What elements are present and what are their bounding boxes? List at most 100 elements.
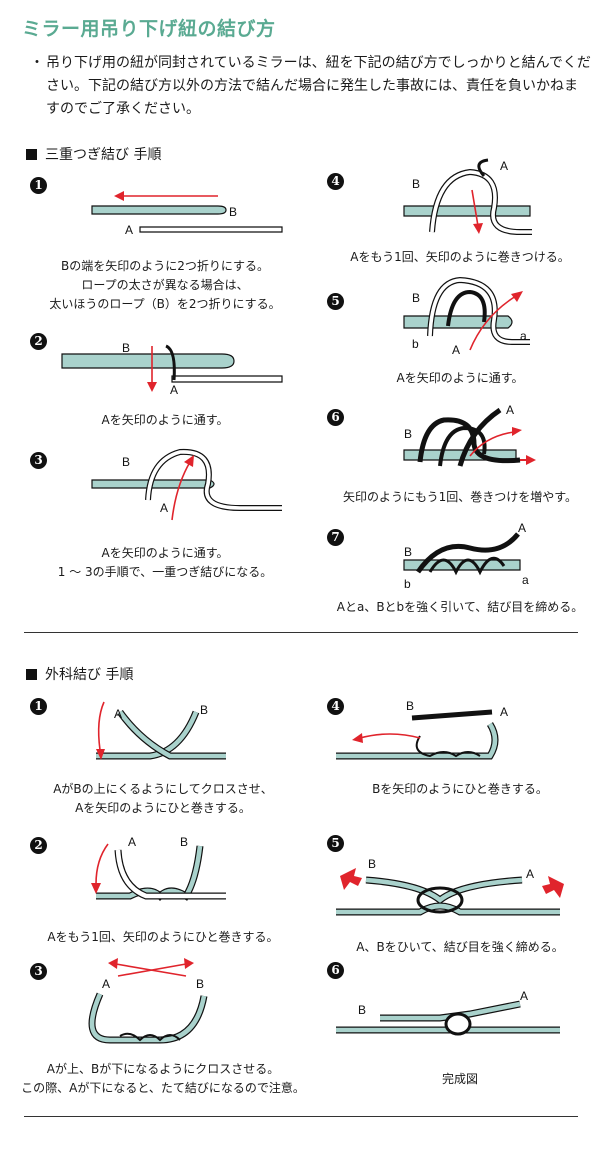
s2-step3-caption-line: Aが上、Bが下になるようにクロスさせる。: [46, 1062, 280, 1076]
s1-step6-number: 6: [327, 409, 344, 426]
s1-step2-rope-a-tip: [165, 344, 176, 381]
s2-step6-number: 6: [327, 962, 344, 979]
s1-step6-rope-wrap1: [438, 425, 487, 467]
s2-step5-rope-top: [365, 877, 523, 903]
s1-step6-arrow1: [469, 431, 515, 457]
s2-step5-caption-line: A、Bをひいて、結び目を強く締める。: [356, 940, 564, 954]
s2-step1-number: 1: [30, 698, 47, 715]
s1-step5-label-a: A: [452, 343, 460, 357]
page-title: ミラー用吊り下げ紐の結び方: [22, 18, 276, 40]
s2-step5-label-b: B: [368, 857, 376, 871]
s1-step6-rope-a-end: [457, 407, 502, 467]
square-bullet-icon: [26, 669, 37, 680]
s1-step1-label-a: A: [125, 223, 133, 237]
s2-step1-rope-b: [96, 711, 199, 759]
s1-step4-label-a: A: [500, 159, 508, 173]
s1-step3-rope-a: [146, 450, 282, 510]
s2-step2-arrowhead: [91, 883, 101, 894]
s2-step1-arrow: [97, 701, 105, 751]
intro-text: 吊り下げ用の紐が同封されているミラーは、紐を下記の結び方でしっかりと結んでくださ…: [46, 55, 591, 117]
s2-step5-label-a: A: [526, 867, 534, 881]
square-bullet-icon: [26, 149, 37, 160]
s2-step5-caption: A、Bをひいて、結び目を強く締める。: [315, 938, 600, 957]
s2-step6-caption-line: 完成図: [441, 1072, 478, 1086]
s1-step2-caption: Aを矢印のように通す。: [20, 411, 310, 430]
s2-step2-rope-a: [115, 849, 226, 899]
s1-step3-label-a: A: [160, 501, 168, 515]
s1-step4-caption-line: Aをもう1回、矢印のように巻きつける。: [350, 250, 570, 264]
s2-step2-number: 2: [30, 837, 47, 854]
s2-step2-rope-b: [96, 845, 203, 900]
s1-step1-caption: Bの端を矢印のように2つ折りにする。 ロープの太さが異なる場合は、 太いほうのロ…: [20, 257, 310, 314]
s1-step1-rope-b: [91, 205, 227, 215]
s1-step1-rope: [91, 205, 283, 233]
s2-step1-caption-line: AがBの上にくるようにしてクロスさせ、: [53, 782, 273, 796]
s1-step1-number: 1: [30, 177, 47, 194]
s2-step6-knot: [444, 1012, 472, 1036]
s2-step1-label-a: A: [114, 707, 122, 721]
s1-step3-caption-line: Aを矢印のように通す。: [101, 546, 229, 560]
s2-step3-caption: Aが上、Bが下になるようにクロスさせる。 この際、Aが下になると、たて結びになる…: [10, 1060, 316, 1098]
s2-step3-caption-line: この際、Aが下になると、たて結びになるので注意。: [21, 1081, 305, 1095]
s2-step2-arrow: [95, 843, 109, 885]
intro-bullet: ・: [30, 55, 44, 71]
s1-step5-caption-line: Aを矢印のように通す。: [396, 371, 524, 385]
s1-step7-label-a: A: [518, 521, 526, 535]
s1-step7-rope-a: [415, 532, 520, 574]
s2-step1-caption-line: Aを矢印のようにひと巻きする。: [75, 801, 251, 815]
s2-step4-number: 4: [327, 698, 344, 715]
s1-step3-number: 3: [30, 452, 47, 469]
s2-step3-arrowhead1: [184, 958, 194, 969]
s2-step2-caption: Aをもう1回、矢印のようにひと巻きする。: [18, 928, 308, 947]
section2-heading-text: 外科結び 手順: [45, 667, 134, 683]
s1-step6-rope-loop: [417, 417, 521, 464]
s1-step4-rope-a-tip: [477, 158, 489, 177]
s1-step3-label-b: B: [122, 455, 130, 469]
s1-step5-caption: Aを矢印のように通す。: [315, 369, 600, 388]
s2-step6-label-a: A: [520, 989, 528, 1003]
section2-heading: 外科結び 手順: [26, 664, 133, 684]
s2-step2-label-b: B: [180, 835, 188, 849]
s1-step4-caption: Aをもう1回、矢印のように巻きつける。: [315, 248, 600, 267]
s2-step3-number: 3: [30, 963, 47, 980]
s1-step4-number: 4: [327, 173, 344, 190]
s1-step5-rope-a: [428, 278, 530, 344]
s1-step2-label-a: A: [170, 383, 178, 397]
s1-step5-label-b-small: b: [412, 337, 419, 351]
s2-step4-label-b: B: [406, 699, 414, 713]
s2-step3-label-b: B: [196, 977, 204, 991]
s1-step4-rope-a: [430, 170, 532, 234]
s2-step4-label-a: A: [500, 705, 508, 719]
s1-step7-caption-line: Aとa、Bとbを強く引いて、結び目を締める。: [336, 600, 584, 614]
s1-step7-number: 7: [327, 529, 344, 546]
s2-step5-arrow-left: [340, 868, 362, 890]
s2-step3-rope: [89, 993, 207, 1043]
s1-step7-label-b: B: [404, 545, 412, 559]
s1-step3-arrowhead: [184, 455, 194, 467]
s1-step7-label-a-small: a: [522, 573, 529, 587]
s1-step1-caption-line: ロープの太さが異なる場合は、: [81, 278, 249, 292]
s1-step7-caption: Aとa、Bとbを強く引いて、結び目を締める。: [315, 598, 600, 617]
s1-step5-label-b: B: [412, 291, 420, 305]
s1-step6-arrowhead1: [512, 427, 522, 436]
s1-step1-rope-a: [139, 226, 283, 233]
s2-step4-rope-twists: [415, 735, 481, 758]
s1-step3-caption: Aを矢印のように通す。 1 ～ 3の手順で、一重つぎ結びになる。: [20, 544, 310, 582]
s1-step5-rope-wrap: [446, 289, 487, 327]
s2-step3-arrowhead2: [108, 958, 118, 969]
s2-step3-label-a: A: [102, 977, 110, 991]
s2-step4-arrow: [359, 733, 421, 739]
s2-step6-caption: 完成図: [315, 1070, 600, 1089]
s1-step7-label-b-small: b: [404, 577, 411, 591]
s1-step1-caption-line: Bの端を矢印のように2つ折りにする。: [61, 259, 269, 273]
s2-step5-arrow-right: [542, 876, 564, 898]
